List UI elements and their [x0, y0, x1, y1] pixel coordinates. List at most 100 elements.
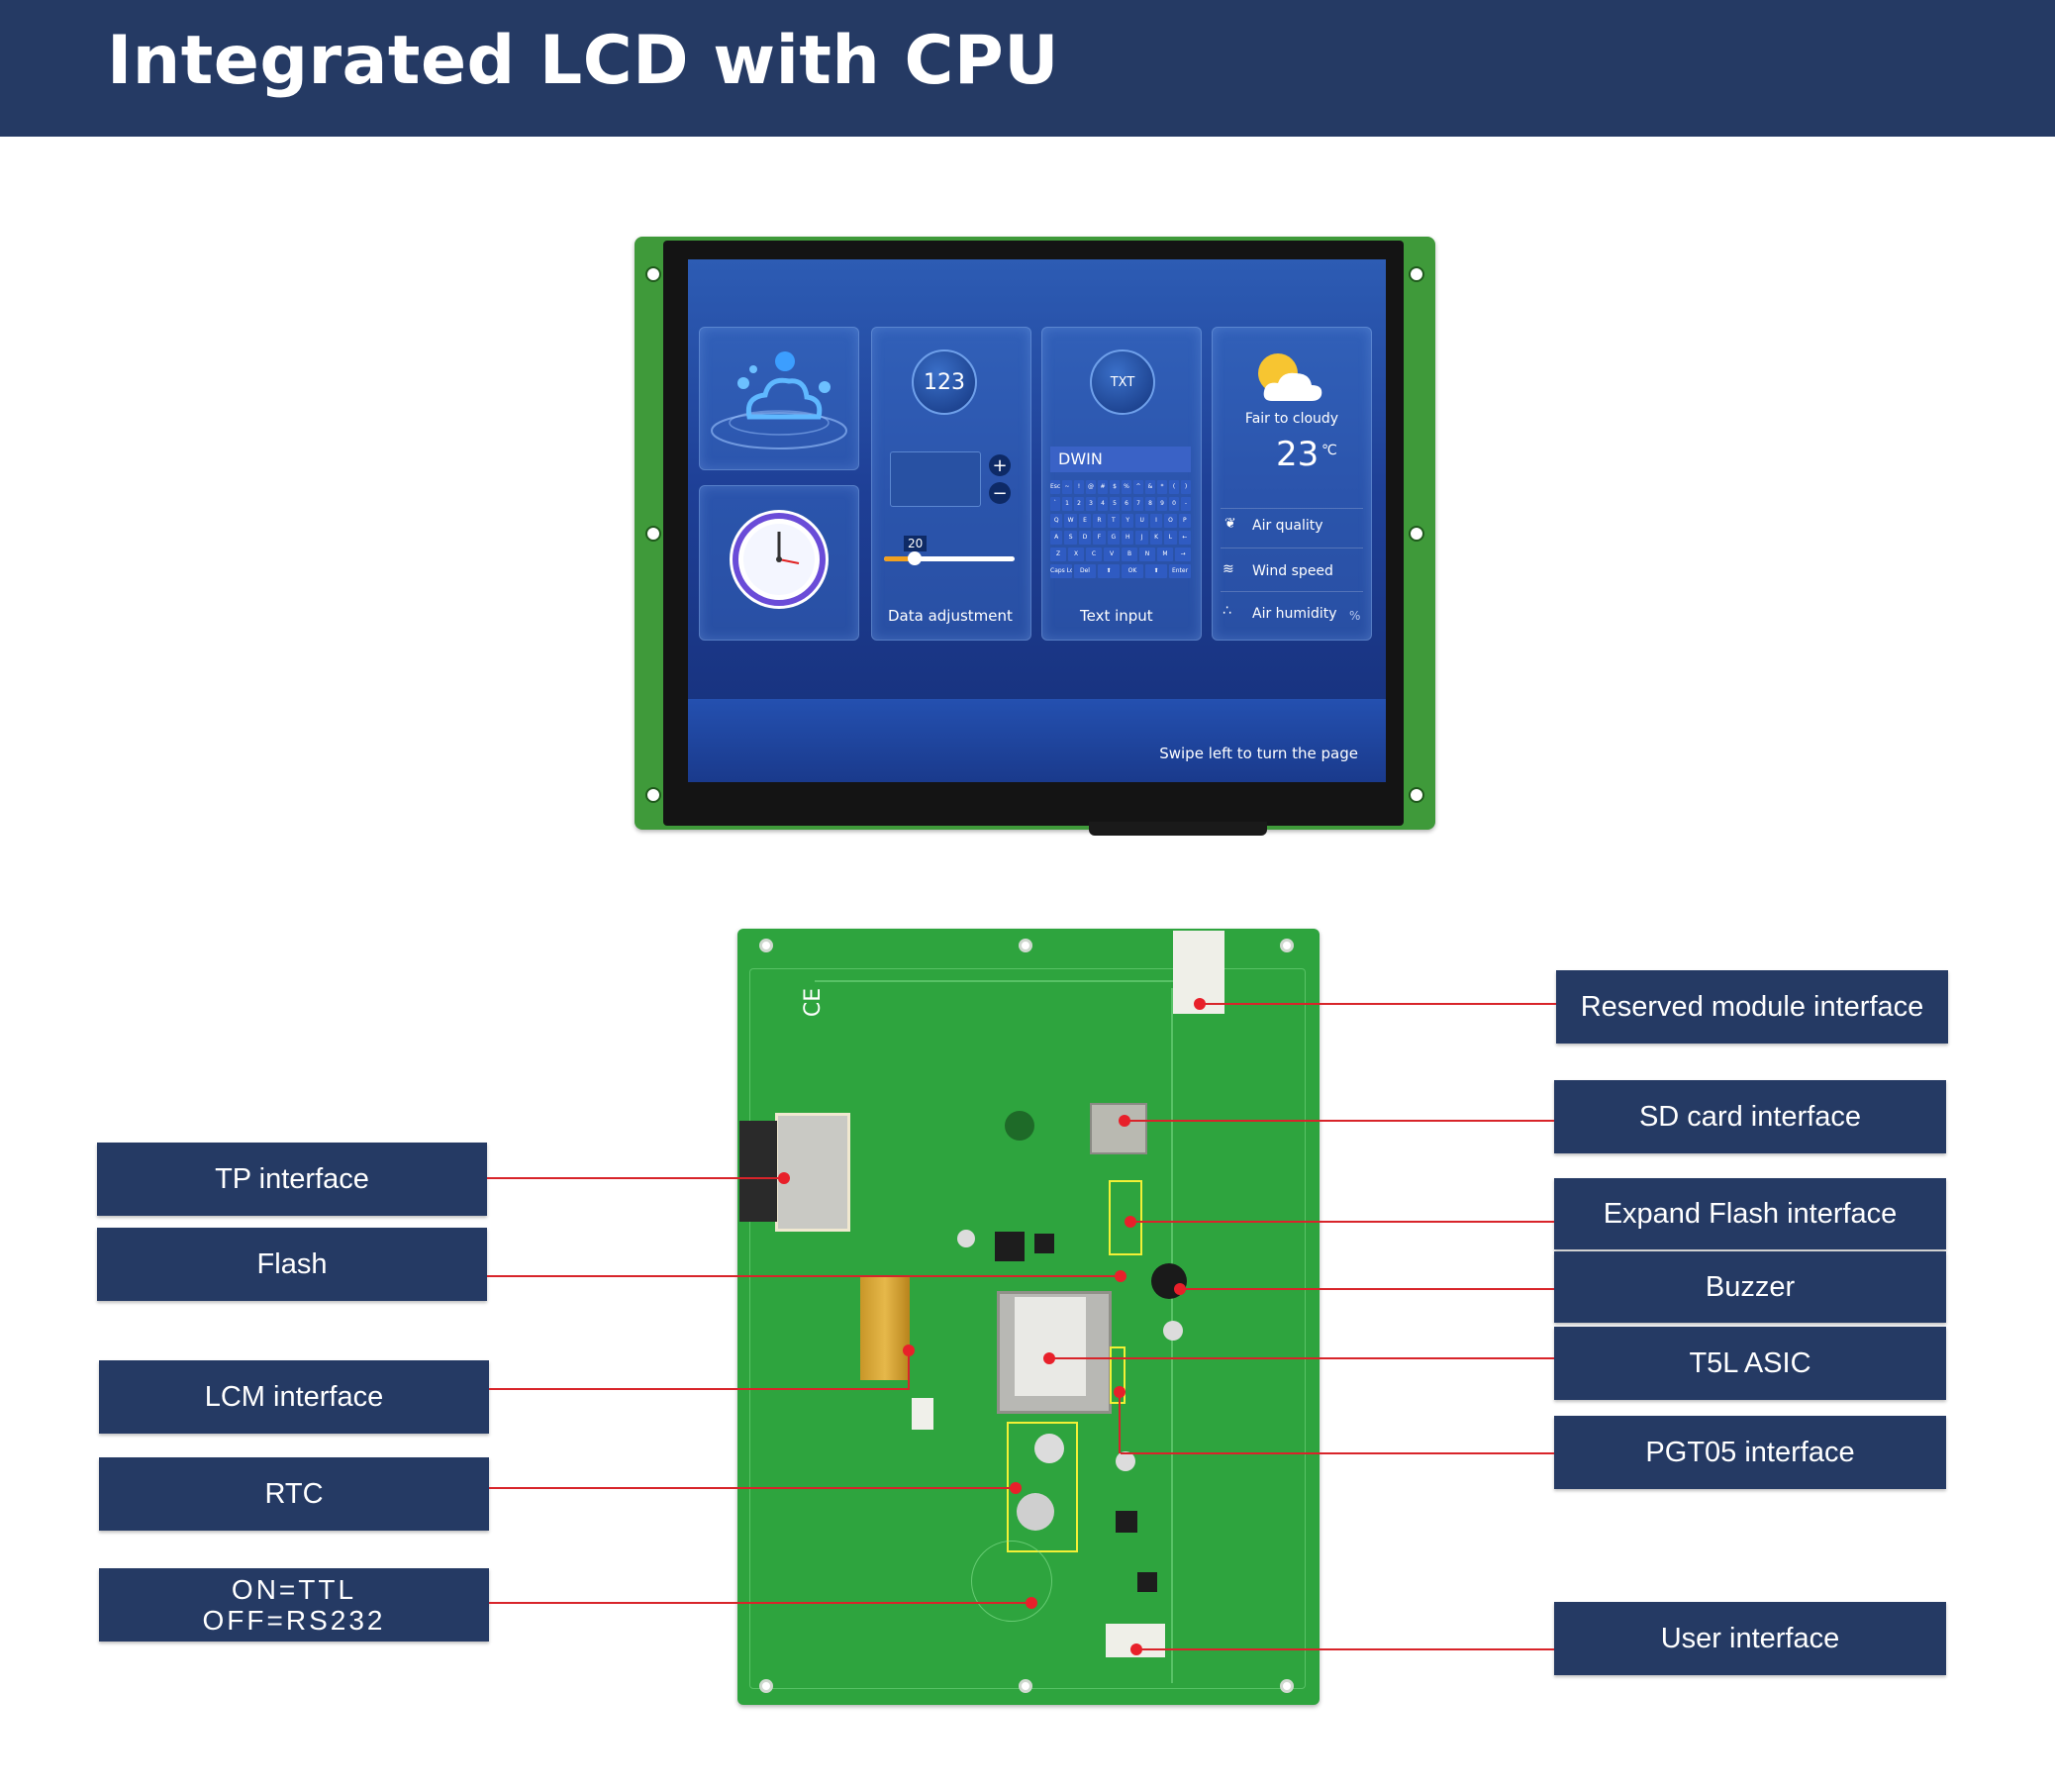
keyboard-key[interactable]: H: [1122, 531, 1134, 545]
mount-hole: [645, 787, 661, 803]
leader-line-buzzer: [1180, 1288, 1554, 1290]
keyboard-key[interactable]: S: [1064, 531, 1077, 545]
keyboard-key[interactable]: F: [1093, 531, 1106, 545]
keyboard-key[interactable]: Enter: [1169, 564, 1191, 578]
keyboard-key[interactable]: -: [1181, 497, 1191, 511]
keyboard-key[interactable]: E: [1078, 514, 1092, 528]
keyboard-key[interactable]: @: [1086, 480, 1096, 494]
lcd-footer-bar[interactable]: Swipe left to turn the page: [688, 699, 1386, 782]
callout-ttl-line2: OFF=RS232: [202, 1605, 386, 1636]
keyboard-row: Caps LockDel⬆OK⬆Enter: [1050, 564, 1191, 578]
keyboard-key[interactable]: B: [1122, 548, 1137, 561]
callout-buzzer: Buzzer: [1554, 1251, 1946, 1323]
keyboard-key[interactable]: R: [1093, 514, 1106, 528]
keyboard-key[interactable]: $: [1110, 480, 1120, 494]
keyboard-key[interactable]: T: [1107, 514, 1121, 528]
lcd-screen: 123 + − 20 Data adjustment TXT DWIN Esc~…: [688, 259, 1386, 782]
keyboard-key[interactable]: ^: [1133, 480, 1143, 494]
leader-line-expand: [1130, 1221, 1554, 1223]
leader-line-reserved: [1200, 1003, 1556, 1005]
keyboard-key[interactable]: (: [1169, 480, 1179, 494]
keyboard-key[interactable]: 6: [1122, 497, 1131, 511]
leader-dot-ttl: [1026, 1597, 1037, 1609]
keyboard-key[interactable]: 0: [1169, 497, 1179, 511]
keyboard-key[interactable]: OK: [1122, 564, 1143, 578]
keyboard-key[interactable]: →: [1175, 548, 1191, 561]
keyboard-key[interactable]: L: [1164, 531, 1177, 545]
keyboard-key[interactable]: Esc: [1050, 480, 1060, 494]
keyboard-key[interactable]: 3: [1086, 497, 1096, 511]
keyboard-key[interactable]: V: [1104, 548, 1120, 561]
mount-hole: [759, 939, 773, 952]
keyboard-key[interactable]: #: [1098, 480, 1108, 494]
minus-icon[interactable]: −: [989, 482, 1011, 504]
keyboard-key[interactable]: O: [1164, 514, 1177, 528]
mount-hole: [1409, 526, 1424, 542]
leader-line-tp: [487, 1177, 784, 1179]
weather-item-air-humidity: Air humidity: [1252, 606, 1337, 622]
pcb-trace: [815, 980, 1173, 982]
clock-card[interactable]: [699, 485, 859, 641]
keyboard-key[interactable]: G: [1107, 531, 1121, 545]
keyboard-key[interactable]: &: [1145, 480, 1155, 494]
keyboard-key[interactable]: 1: [1062, 497, 1072, 511]
plus-icon[interactable]: +: [989, 454, 1011, 476]
keyboard-key[interactable]: K: [1149, 531, 1163, 545]
leader-dot-sd: [1119, 1115, 1130, 1127]
tp-connector: [775, 1113, 850, 1232]
keyboard-key[interactable]: I: [1149, 514, 1163, 528]
callout-ttl-line1: ON=TTL: [231, 1574, 357, 1605]
value-display: [890, 451, 981, 507]
callout-ttl-switch: ON=TTL OFF=RS232: [99, 1568, 489, 1642]
capacitor: [957, 1230, 975, 1247]
keyboard-key[interactable]: 8: [1145, 497, 1155, 511]
keyboard-key[interactable]: D: [1078, 531, 1092, 545]
weather-item-air-quality: Air quality: [1252, 518, 1323, 534]
slider-thumb[interactable]: [908, 551, 922, 565]
keyboard-key[interactable]: Del: [1074, 564, 1096, 578]
keyboard-key[interactable]: P: [1178, 514, 1192, 528]
keyboard-key[interactable]: Q: [1050, 514, 1063, 528]
keyboard-key[interactable]: !: [1074, 480, 1084, 494]
keyboard-key[interactable]: X: [1068, 548, 1084, 561]
keyboard-key[interactable]: 4: [1098, 497, 1108, 511]
keyboard-key[interactable]: J: [1135, 531, 1148, 545]
callout-rtc: RTC: [99, 1457, 489, 1531]
keyboard-key[interactable]: Z: [1050, 548, 1066, 561]
cloud-icon: [711, 351, 847, 449]
page-header: Integrated LCD with CPU: [0, 0, 2055, 137]
leader-dot-flash: [1115, 1270, 1126, 1282]
keyboard-key[interactable]: A: [1050, 531, 1063, 545]
leader-dot-rtc: [1010, 1482, 1022, 1494]
keyboard-key[interactable]: W: [1064, 514, 1077, 528]
keyboard-key[interactable]: ⬆: [1098, 564, 1120, 578]
keyboard-key[interactable]: 9: [1157, 497, 1167, 511]
keyboard-key[interactable]: N: [1139, 548, 1155, 561]
keyboard-key[interactable]: 7: [1133, 497, 1143, 511]
slider-track[interactable]: [884, 556, 1015, 561]
keyboard-key[interactable]: 5: [1110, 497, 1120, 511]
mount-hole: [645, 526, 661, 542]
keyboard-key[interactable]: `: [1050, 497, 1060, 511]
text-input-field[interactable]: DWIN: [1050, 447, 1191, 472]
leaf-icon: ❦: [1224, 516, 1236, 532]
keyboard-key[interactable]: M: [1157, 548, 1173, 561]
divider: [1221, 591, 1363, 592]
keyboard-key[interactable]: ~: [1062, 480, 1072, 494]
keyboard-key[interactable]: ⬆: [1145, 564, 1167, 578]
weather-card[interactable]: Fair to cloudy 23 ℃ ❦ Air quality ≋ Wind…: [1212, 327, 1372, 641]
keyboard-key[interactable]: U: [1135, 514, 1148, 528]
data-adjustment-card[interactable]: 123 + − 20 Data adjustment: [871, 327, 1031, 641]
keyboard-key[interactable]: ←: [1178, 531, 1192, 545]
mount-hole: [1280, 1679, 1294, 1693]
keyboard-key[interactable]: 2: [1074, 497, 1084, 511]
cloud-card[interactable]: [699, 327, 859, 470]
keyboard-key[interactable]: ): [1181, 480, 1191, 494]
keyboard-key[interactable]: C: [1086, 548, 1102, 561]
keyboard-key[interactable]: %: [1122, 480, 1131, 494]
keyboard-key[interactable]: Caps Lock: [1050, 564, 1072, 578]
keyboard-key[interactable]: Y: [1122, 514, 1134, 528]
keyboard-key[interactable]: *: [1157, 480, 1167, 494]
card-label: Data adjustment: [888, 607, 1013, 625]
